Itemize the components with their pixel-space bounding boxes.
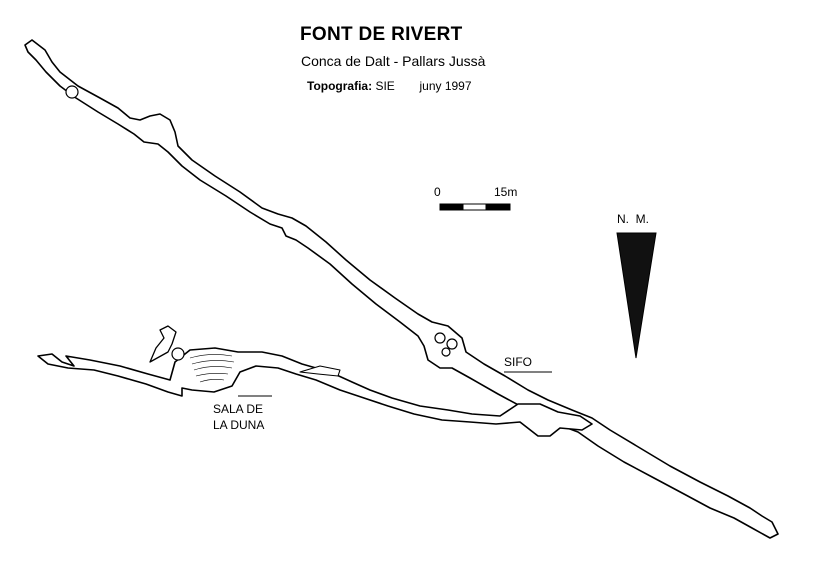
scale-start-label: 0 bbox=[434, 185, 441, 199]
main-gallery bbox=[24, 39, 779, 539]
lower-gallery bbox=[37, 325, 593, 437]
side-passage bbox=[299, 365, 341, 377]
survey-credits: Topografia: SIE juny 1997 bbox=[307, 79, 472, 93]
north-label: N. M. bbox=[617, 212, 649, 226]
boulder bbox=[171, 347, 185, 361]
credits-author: SIE bbox=[375, 79, 395, 93]
boulder bbox=[65, 85, 79, 99]
map-title: FONT DE RIVERT bbox=[300, 24, 463, 45]
sala-label-line2: LA DUNA bbox=[213, 418, 265, 432]
sifo-label: SIFO bbox=[504, 355, 533, 369]
boulder bbox=[441, 347, 451, 357]
side-passage bbox=[149, 325, 177, 363]
scale-end-label: 15m bbox=[494, 185, 518, 199]
credits-label: Topografia: bbox=[307, 79, 373, 93]
dune-contours bbox=[189, 354, 235, 383]
credits-date: juny 1997 bbox=[419, 79, 472, 93]
sala-label-line1: SALA DE bbox=[213, 402, 264, 416]
main-gallery-outline bbox=[24, 39, 779, 539]
map-subtitle: Conca de Dalt - Pallars Jussà bbox=[301, 53, 486, 69]
north-arrow-icon bbox=[616, 232, 657, 359]
sala-de-la-duna-label: SALA DE LA DUNA bbox=[213, 401, 264, 433]
boulder bbox=[446, 338, 458, 350]
scale-bar bbox=[439, 203, 511, 211]
boulder bbox=[434, 332, 446, 344]
